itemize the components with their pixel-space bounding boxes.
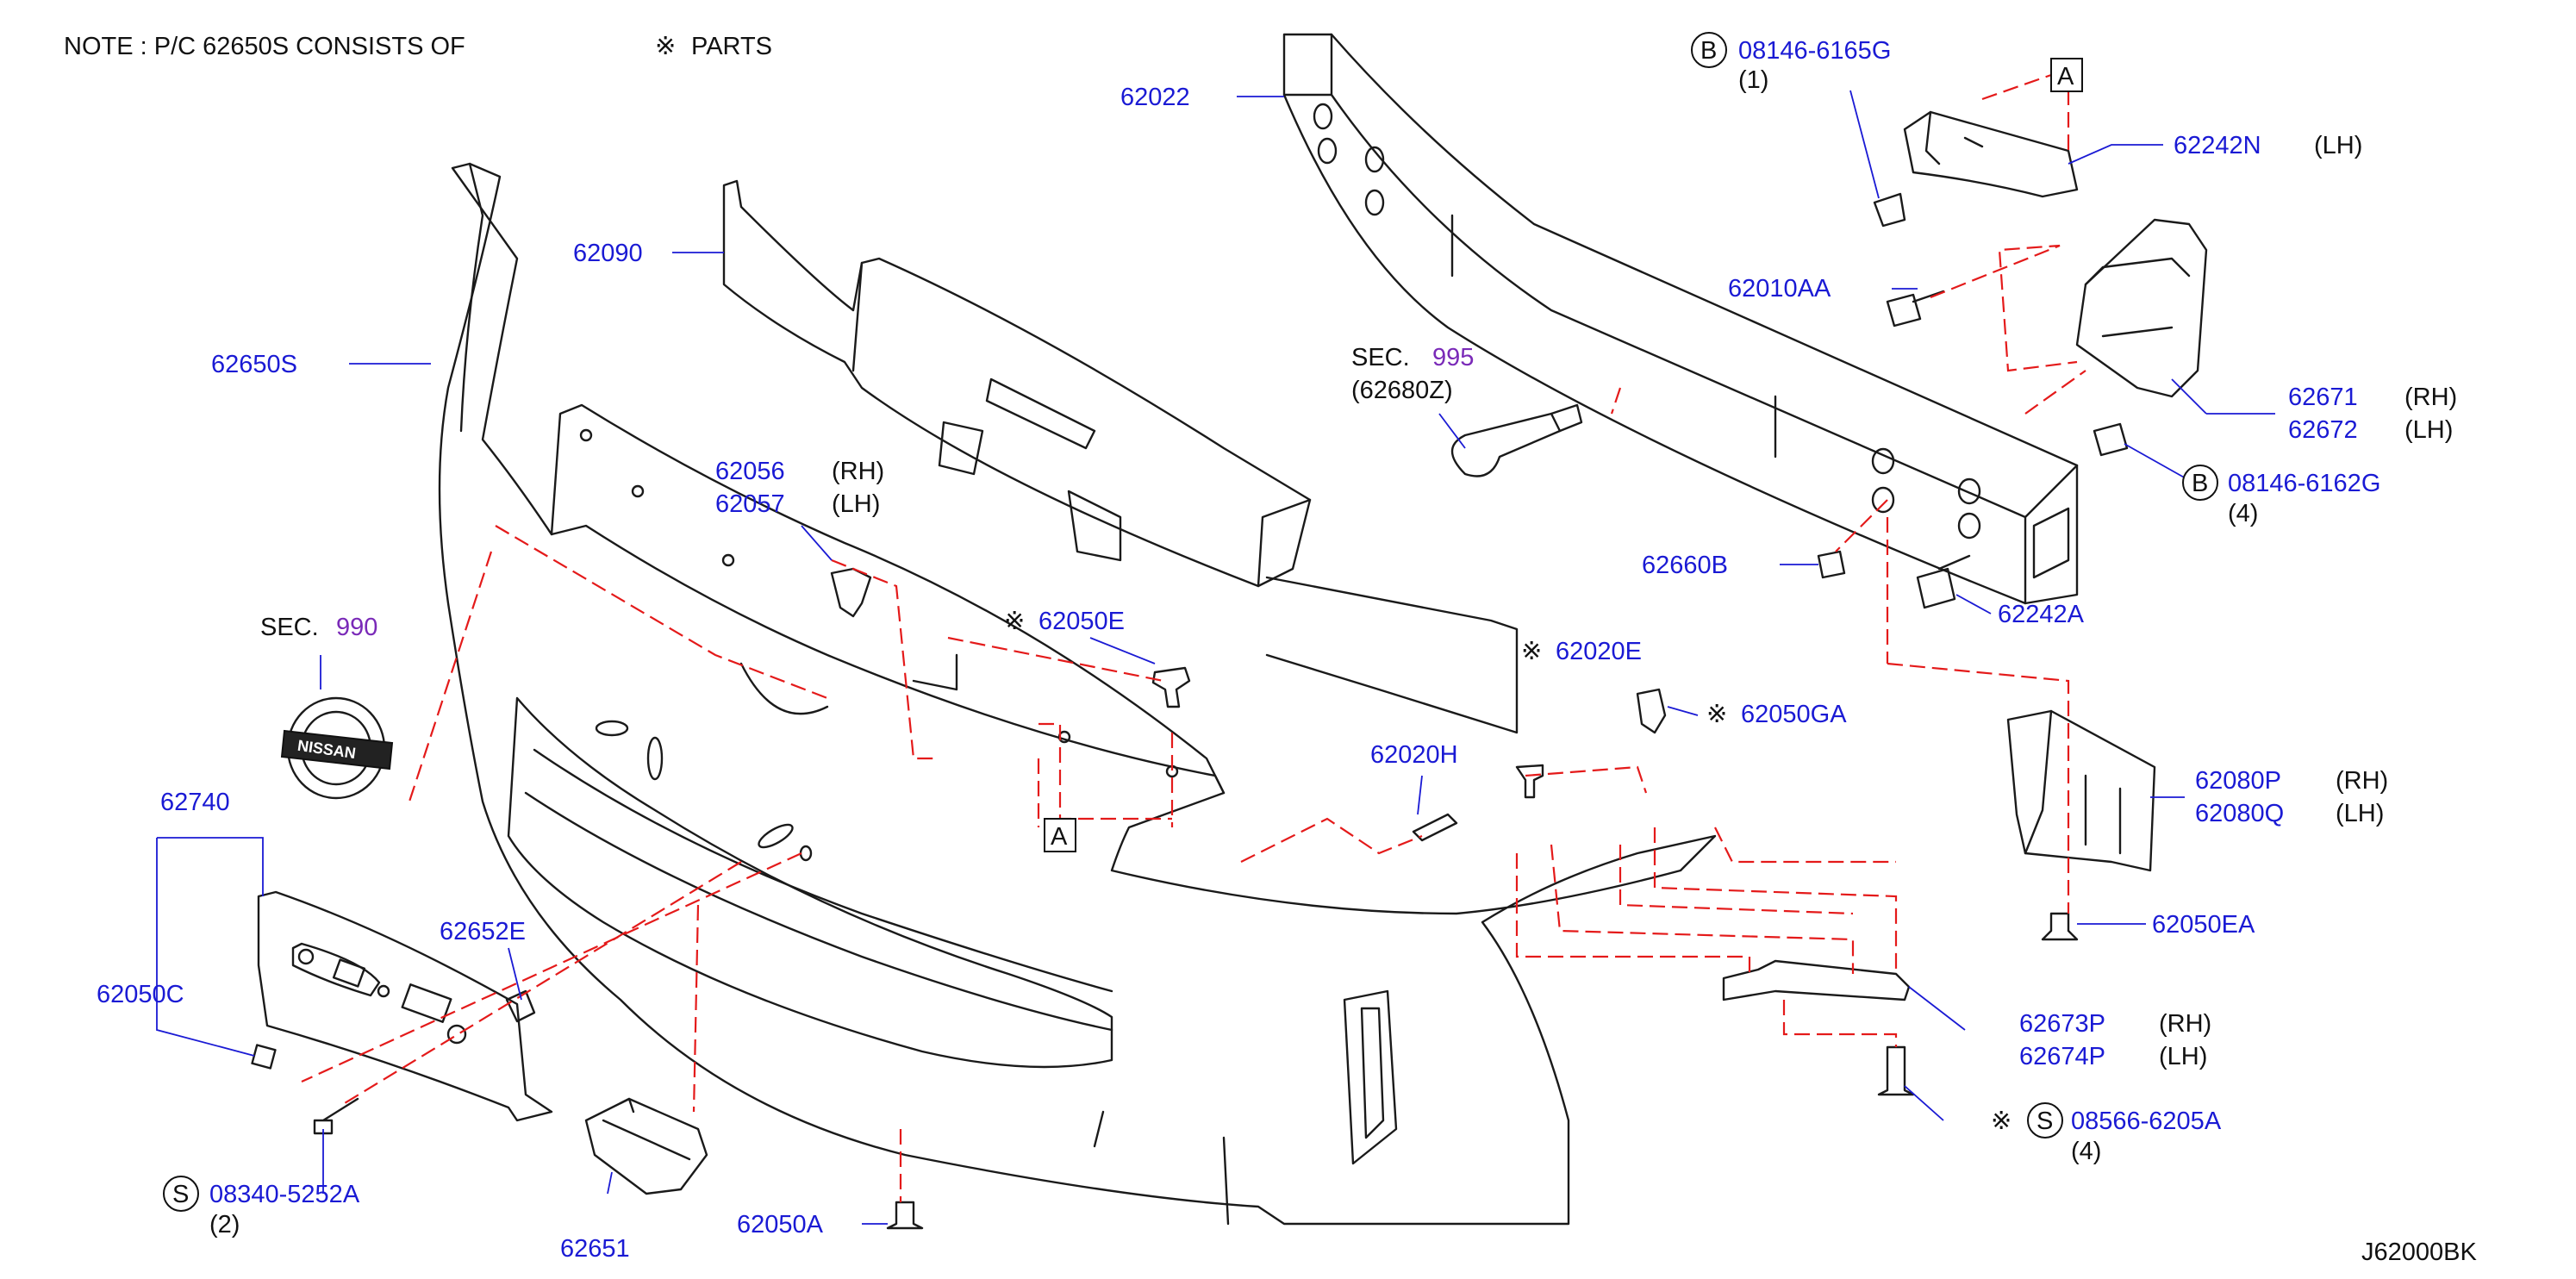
- label-62674p-lh: (LH): [2159, 1043, 2207, 1070]
- bumper-fascia: [438, 162, 1717, 1226]
- label-62673p-rh: (RH): [2159, 1010, 2211, 1038]
- label-62050c: 62050C: [97, 981, 184, 1008]
- ref-a-bottom-label: A: [1051, 823, 1068, 851]
- label-08566-6205a: 08566-6205A: [2071, 1107, 2222, 1135]
- license-bracket: [257, 890, 553, 1122]
- label-62080q-lh: (LH): [2336, 800, 2384, 827]
- s-icon: S: [172, 1181, 189, 1208]
- label-08146-6165g: 08146-6165G: [1738, 37, 1891, 65]
- label-sec-995: 995: [1432, 344, 1474, 371]
- label-62050a: 62050A: [737, 1211, 824, 1238]
- note-header: NOTE : P/C 62650S CONSISTS OF ※ PARTS: [64, 33, 772, 60]
- b-icon: B: [2192, 470, 2208, 497]
- marker-s-08340: S: [163, 1176, 199, 1212]
- label-62056: 62056: [715, 458, 785, 485]
- marker-s-08566: S: [2027, 1102, 2063, 1139]
- label-62020e-partial: 62020E: [1556, 638, 1642, 665]
- label-62671: 62671: [2288, 384, 2358, 411]
- label-62022: 62022: [1120, 84, 1190, 111]
- label-62090: 62090: [573, 240, 643, 267]
- b-icon: B: [1700, 37, 1717, 65]
- label-62242n: 62242N: [2174, 132, 2261, 159]
- label-qty-1: (1): [1738, 66, 1768, 94]
- label-62650s: 62650S: [211, 351, 297, 378]
- label-62674p: 62674P: [2019, 1043, 2105, 1070]
- label-62672-lh: (LH): [2404, 416, 2453, 444]
- label-62671-rh: (RH): [2404, 384, 2457, 411]
- label-62057: 62057: [715, 490, 785, 518]
- label-62050ea: 62050EA: [2152, 911, 2255, 939]
- star-icon: ※: [1004, 608, 1025, 635]
- label-62660b: 62660B: [1642, 552, 1728, 579]
- s-icon: S: [2036, 1107, 2053, 1135]
- label-62080p-rh: (RH): [2336, 767, 2388, 795]
- label-62652e: 62652E: [440, 918, 526, 945]
- label-62242a: 62242A: [1998, 601, 2085, 628]
- label-62680z: (62680Z): [1351, 377, 1453, 404]
- ref-box-a-bottom: A: [1044, 818, 1076, 852]
- label-62050ga: 62050GA: [1741, 701, 1847, 728]
- star-icon: ※: [1991, 1107, 2012, 1135]
- label-08146-6162g: 08146-6162G: [2228, 470, 2380, 497]
- marker-b-6162g: B: [2182, 465, 2218, 501]
- star-icon: ※: [1706, 701, 1727, 728]
- label-sec-990: 990: [336, 614, 377, 641]
- label-qty-4: (4): [2228, 500, 2258, 527]
- star-icon: ※: [1521, 638, 1542, 665]
- label-08340-5252a: 08340-5252A: [209, 1181, 360, 1208]
- small-parts: [251, 110, 2208, 1230]
- label-62672: 62672: [2288, 416, 2358, 444]
- diagram-code: J62000BK: [2361, 1238, 2477, 1266]
- label-62050e: 62050E: [1039, 608, 1125, 635]
- marker-b-6165g: B: [1691, 32, 1727, 68]
- label-62080q: 62080Q: [2195, 800, 2284, 827]
- assembly-dashed-lines: [301, 67, 2086, 1202]
- reinforcement-beam: [1282, 33, 2079, 605]
- part-labels: 62022 62090 62650S 62056 (RH) 62057 (LH)…: [97, 37, 2477, 1266]
- leader-lines: [156, 90, 2275, 1225]
- ref-box-a-top: A: [2050, 58, 2083, 92]
- note-star-icon: ※: [655, 33, 676, 60]
- note-parts-word: PARTS: [691, 33, 772, 60]
- label-qty-4b: (4): [2071, 1138, 2101, 1165]
- label-sec-995-word: SEC.: [1351, 344, 1410, 371]
- note-text: NOTE : P/C 62650S CONSISTS OF: [64, 33, 465, 60]
- label-62056-rh: (RH): [832, 458, 884, 485]
- nissan-emblem: NISSAN: [280, 696, 394, 800]
- label-62080p: 62080P: [2195, 767, 2281, 795]
- ref-a-top-label: A: [2057, 63, 2074, 90]
- label-qty-2: (2): [209, 1211, 240, 1238]
- label-sec-990-word: SEC.: [260, 614, 319, 641]
- label-62673p: 62673P: [2019, 1010, 2105, 1038]
- energy-absorber: [722, 179, 1519, 734]
- label-62020h: 62020H: [1370, 741, 1458, 769]
- label-62010aa: 62010AA: [1728, 275, 1831, 303]
- label-62740: 62740: [160, 789, 230, 816]
- label-62057-lh: (LH): [832, 490, 880, 518]
- label-62242n-lh: (LH): [2314, 132, 2362, 159]
- label-62651: 62651: [560, 1235, 630, 1263]
